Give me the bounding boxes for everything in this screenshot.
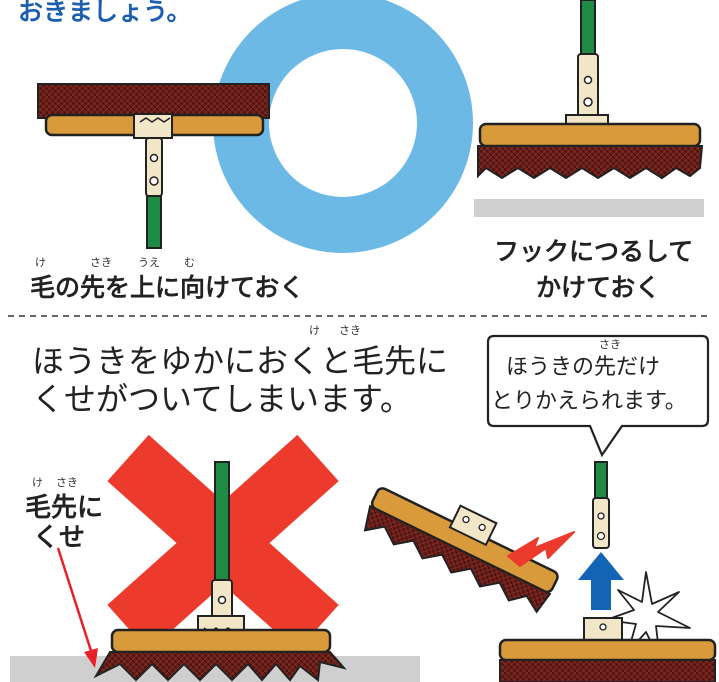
label-line2: くせ — [33, 523, 86, 553]
handle-icon — [592, 461, 610, 549]
furigana: さき — [599, 338, 621, 351]
broom-hanging-hook-icon — [477, 0, 704, 180]
callout-line2: とりかえられます。 — [491, 389, 687, 414]
furigana: む — [184, 256, 195, 269]
furigana: うえ — [138, 256, 160, 269]
top-title: おきましょう。 — [18, 0, 192, 26]
furigana: け — [35, 256, 46, 269]
warning-line1: ほうきをゆかにおくと毛先に — [32, 342, 449, 380]
caption-hang-line2: かけておく — [536, 273, 661, 302]
pointer-arrow — [56, 547, 98, 668]
up-arrow-icon — [578, 552, 624, 610]
broom-head-detached-icon — [363, 487, 559, 614]
furigana: さき — [90, 256, 112, 269]
broom-right-floor-icon — [498, 617, 717, 682]
caption-bristles-up: 毛の先を上に向けておく — [30, 273, 305, 302]
shelf — [474, 199, 704, 217]
label-line1: 毛先に — [25, 493, 104, 523]
furigana: け — [309, 324, 320, 337]
furigana: さき — [339, 324, 361, 337]
broom-on-floor-icon — [93, 461, 347, 682]
furigana: さき — [56, 476, 78, 489]
warning-line2: くせがついてしまいます。 — [32, 380, 412, 418]
broom-upside-down-icon — [37, 83, 270, 249]
callout-line1: ほうきの先だけ — [506, 355, 661, 380]
callout-bubble — [486, 334, 710, 458]
blue-ring — [213, 0, 473, 253]
sparkle-icon — [605, 571, 691, 661]
caption-hang-line1: フックにつるして — [494, 237, 694, 266]
red-arrow-icon — [507, 531, 575, 567]
furigana: け — [32, 476, 43, 489]
